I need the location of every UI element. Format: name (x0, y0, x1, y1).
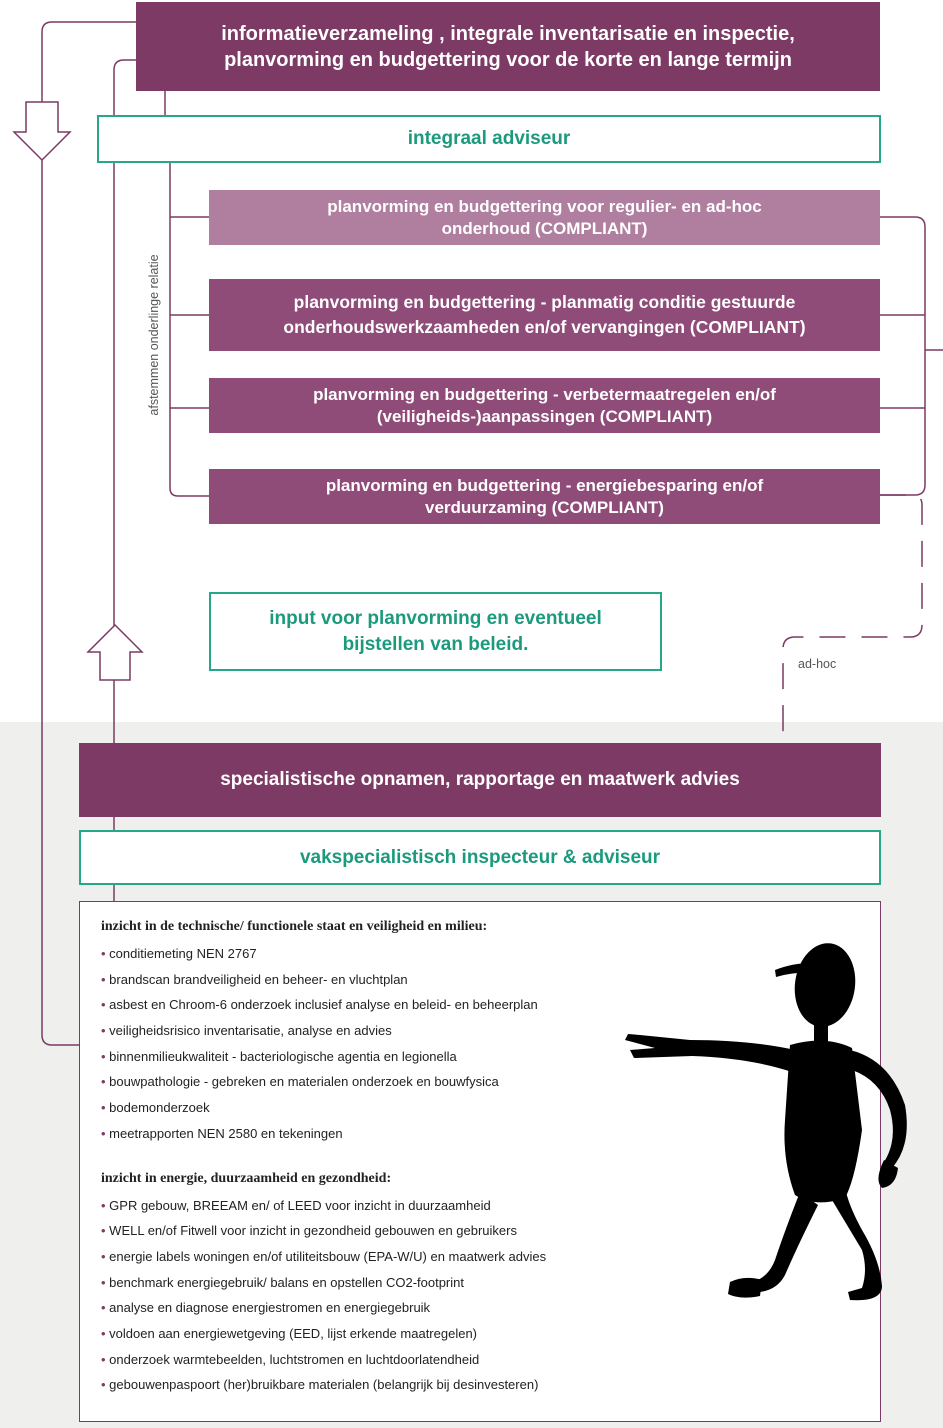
plan-box-improvements: planvorming en budgettering - verbeterma… (209, 378, 880, 433)
list-item: bodemonderzoek (101, 1095, 880, 1121)
plan-box-energy: planvorming en budgettering - energiebes… (209, 469, 880, 524)
plan2-line2: onderhoudswerkzaamheden en/of vervanging… (283, 317, 806, 337)
inner-loop-line (113, 59, 136, 743)
list-item: voldoen aan energiewetgeving (EED, lijst… (101, 1321, 880, 1347)
top-box-line1: informatieverzameling , integrale invent… (221, 22, 795, 45)
list-item: gebouwenpaspoort (her)bruikbare material… (101, 1372, 880, 1398)
insight-list-box: inzicht in de technische/ functionele st… (79, 901, 881, 1422)
input-box-line2: bijstellen van beleid. (342, 633, 529, 655)
up-arrow-icon (86, 623, 144, 681)
list-item: asbest en Chroom-6 onderzoek inclusief a… (101, 992, 880, 1018)
plan-box-condition: planvorming en budgettering - planmatig … (209, 279, 880, 351)
list-item: veiligheidsrisico inventarisatie, analys… (101, 1018, 880, 1044)
list-item: conditiemeting NEN 2767 (101, 941, 880, 967)
list-item: brandscan brandveiligheid en beheer- en … (101, 967, 880, 993)
list-item: onderzoek warmtebeelden, luchtstromen en… (101, 1347, 880, 1373)
section1-heading: inzicht in de technische/ functionele st… (101, 919, 488, 934)
list-item: meetrapporten NEN 2580 en tekeningen (101, 1121, 880, 1147)
section2-heading: inzicht in energie, duurzaamheid en gezo… (101, 1170, 392, 1186)
specialist-box: specialistische opnamen, rapportage en m… (79, 743, 881, 817)
top-box-line2: planvorming en budgettering voor de kort… (224, 48, 792, 71)
list-item: benchmark energiegebruik/ balans en opst… (101, 1270, 880, 1296)
outer-loop-line (41, 21, 136, 1046)
integral-adviser-box: integraal adviseur (97, 115, 881, 163)
plan4-line2: verduurzaming (COMPLIANT) (425, 497, 664, 517)
list-item: binnenmilieukwaliteit - bacteriologische… (101, 1044, 880, 1070)
plan3-line1: planvorming en budgettering - verbeterma… (313, 384, 776, 404)
specialist-label: specialistische opnamen, rapportage en m… (220, 769, 740, 790)
plan1-line1: planvorming en budgettering voor regulie… (327, 196, 762, 216)
plan3-line2: (veiligheids-)aanpassingen (COMPLIANT) (376, 406, 713, 426)
list-item: energie labels woningen en/of utiliteits… (101, 1244, 880, 1270)
plan1-line2: onderhoud (COMPLIANT) (441, 218, 648, 238)
vak-inspector-label: vakspecialistisch inspecteur & adviseur (299, 846, 661, 868)
pointing-figure-illustration (625, 943, 907, 1301)
input-planning-box: input voor planvorming en eventueel bijst… (209, 592, 662, 671)
down-arrow-icon (12, 101, 72, 162)
list-item: WELL en/of Fitwell voor inzicht in gezon… (101, 1218, 880, 1244)
relation-side-label: afstemmen onderlinge relatie (147, 210, 163, 460)
list-item: GPR gebouw, BREEAM en/ of LEED voor inzi… (101, 1193, 880, 1219)
input-box-line1: input voor planvorming en eventueel (269, 607, 602, 629)
vak-inspector-box: vakspecialistisch inspecteur & adviseur (79, 830, 881, 885)
right-brace (880, 216, 926, 496)
list-item: bouwpathologie - gebreken en materialen … (101, 1069, 880, 1095)
integral-adviser-label: integraal adviseur (407, 128, 571, 149)
information-gathering-box: informatieverzameling , integrale invent… (136, 2, 880, 91)
plan4-line1: planvorming en budgettering - energiebes… (325, 475, 764, 495)
plan2-line1: planvorming en budgettering - planmatig … (293, 292, 796, 312)
list-item: analyse en diagnose energiestromen en en… (101, 1295, 880, 1321)
plan-box-regular: planvorming en budgettering voor regulie… (209, 190, 880, 245)
adhoc-label: ad-hoc (798, 657, 837, 671)
relation-bracket (169, 163, 209, 497)
adhoc-dashed-line (782, 494, 923, 743)
